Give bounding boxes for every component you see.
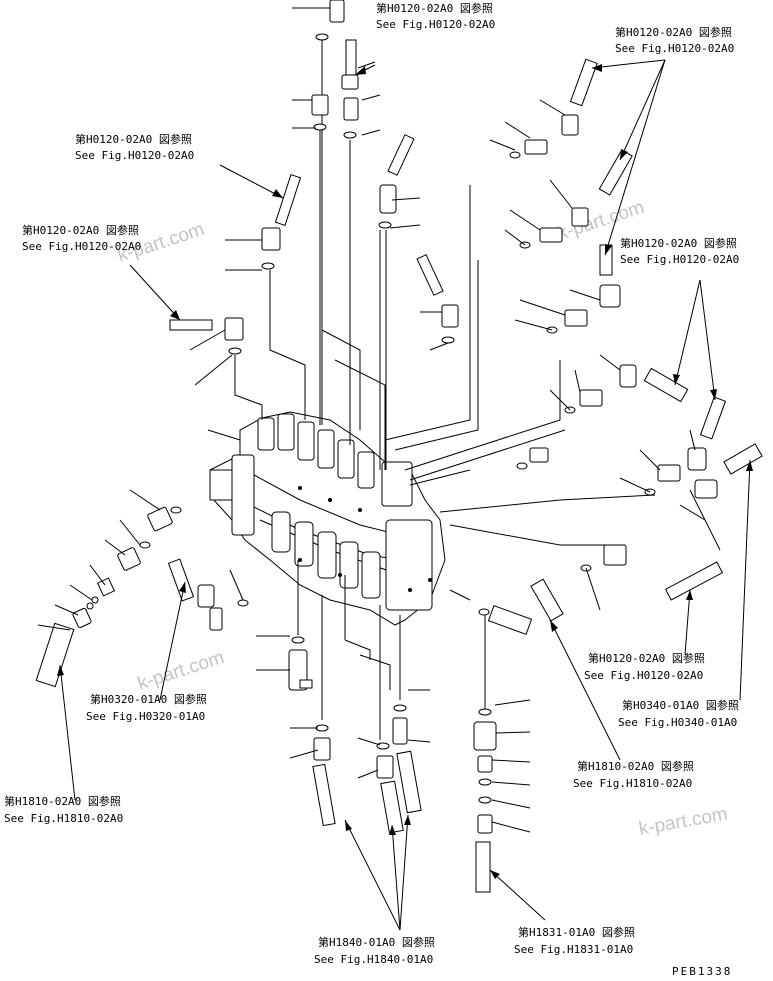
control-valve-assembly bbox=[209, 411, 446, 626]
reference-en: See Fig.H1840-01A0 bbox=[314, 953, 433, 966]
right-fittings bbox=[478, 58, 763, 635]
reference-label[interactable]: 第H0340-01A0 図参照 See Fig.H0340-01A0 bbox=[618, 698, 739, 729]
reference-en: See Fig.H1810-02A0 bbox=[573, 777, 692, 790]
reference-label[interactable]: 第H0120-02A0 図参照 See Fig.H0120-02A0 bbox=[584, 651, 705, 682]
reference-jp: 第H0120-02A0 図参照 bbox=[588, 651, 705, 665]
reference-jp: 第H0320-01A0 図参照 bbox=[90, 692, 207, 706]
reference-jp: 第H0120-02A0 図参照 bbox=[22, 223, 139, 237]
reference-label[interactable]: 第H0120-02A0 図参照 See Fig.H0120-02A0 bbox=[376, 1, 495, 31]
reference-en: See Fig.H0120-02A0 bbox=[22, 240, 141, 253]
reference-en: See Fig.H0320-01A0 bbox=[86, 710, 205, 723]
reference-en: See Fig.H1831-01A0 bbox=[514, 943, 633, 956]
reference-label[interactable]: 第H0120-02A0 図参照 See Fig.H0120-02A0 bbox=[22, 223, 141, 253]
drawing-code: PEB1338 bbox=[672, 965, 732, 978]
reference-label[interactable]: 第H1840-01A0 図参照 See Fig.H1840-01A0 bbox=[314, 935, 435, 966]
reference-en: See Fig.H0340-01A0 bbox=[618, 716, 737, 729]
reference-jp: 第H1840-01A0 図参照 bbox=[318, 935, 435, 949]
watermark: k-part.com bbox=[135, 647, 227, 695]
reference-label[interactable]: 第H1831-01A0 図参照 See Fig.H1831-01A0 bbox=[514, 925, 635, 956]
reference-label[interactable]: 第H0120-02A0 図参照 See Fig.H0120-02A0 bbox=[620, 236, 739, 266]
top-pipe-lines bbox=[234, 40, 656, 546]
reference-jp: 第H1810-02A0 図参照 bbox=[4, 794, 121, 808]
reference-callouts: 第H0120-02A0 図参照 See Fig.H0120-02A0 第H012… bbox=[4, 1, 739, 966]
reference-en: See Fig.H1810-02A0 bbox=[4, 812, 123, 825]
reference-en: See Fig.H0120-02A0 bbox=[376, 18, 495, 31]
reference-label[interactable]: 第H0120-02A0 図参照 See Fig.H0120-02A0 bbox=[75, 132, 194, 162]
reference-jp: 第H1831-01A0 図参照 bbox=[518, 925, 635, 939]
reference-jp: 第H0120-02A0 図参照 bbox=[376, 1, 493, 15]
leader-lines bbox=[37, 7, 753, 931]
reference-jp: 第H0340-01A0 図参照 bbox=[622, 698, 739, 712]
reference-label[interactable]: 第H0320-01A0 図参照 See Fig.H0320-01A0 bbox=[86, 692, 207, 723]
reference-label[interactable]: 第H1810-02A0 図参照 See Fig.H1810-02A0 bbox=[573, 759, 694, 790]
reference-en: See Fig.H0120-02A0 bbox=[584, 669, 703, 682]
reference-en: See Fig.H0120-02A0 bbox=[75, 149, 194, 162]
top-fittings bbox=[169, 0, 459, 355]
reference-jp: 第H0120-02A0 図参照 bbox=[620, 236, 737, 250]
reference-label[interactable]: 第H0120-02A0 図参照 See Fig.H0120-02A0 bbox=[615, 25, 734, 55]
reference-jp: 第H1810-02A0 図参照 bbox=[577, 759, 694, 773]
reference-jp: 第H0120-02A0 図参照 bbox=[75, 132, 192, 146]
reference-en: See Fig.H0120-02A0 bbox=[620, 253, 739, 266]
bottom-fittings bbox=[288, 560, 497, 893]
watermark: k-part.com bbox=[637, 804, 729, 840]
reference-label[interactable]: 第H1810-02A0 図参照 See Fig.H1810-02A0 bbox=[4, 794, 123, 825]
reference-en: See Fig.H0120-02A0 bbox=[615, 42, 734, 55]
reference-jp: 第H0120-02A0 図参照 bbox=[615, 25, 732, 39]
